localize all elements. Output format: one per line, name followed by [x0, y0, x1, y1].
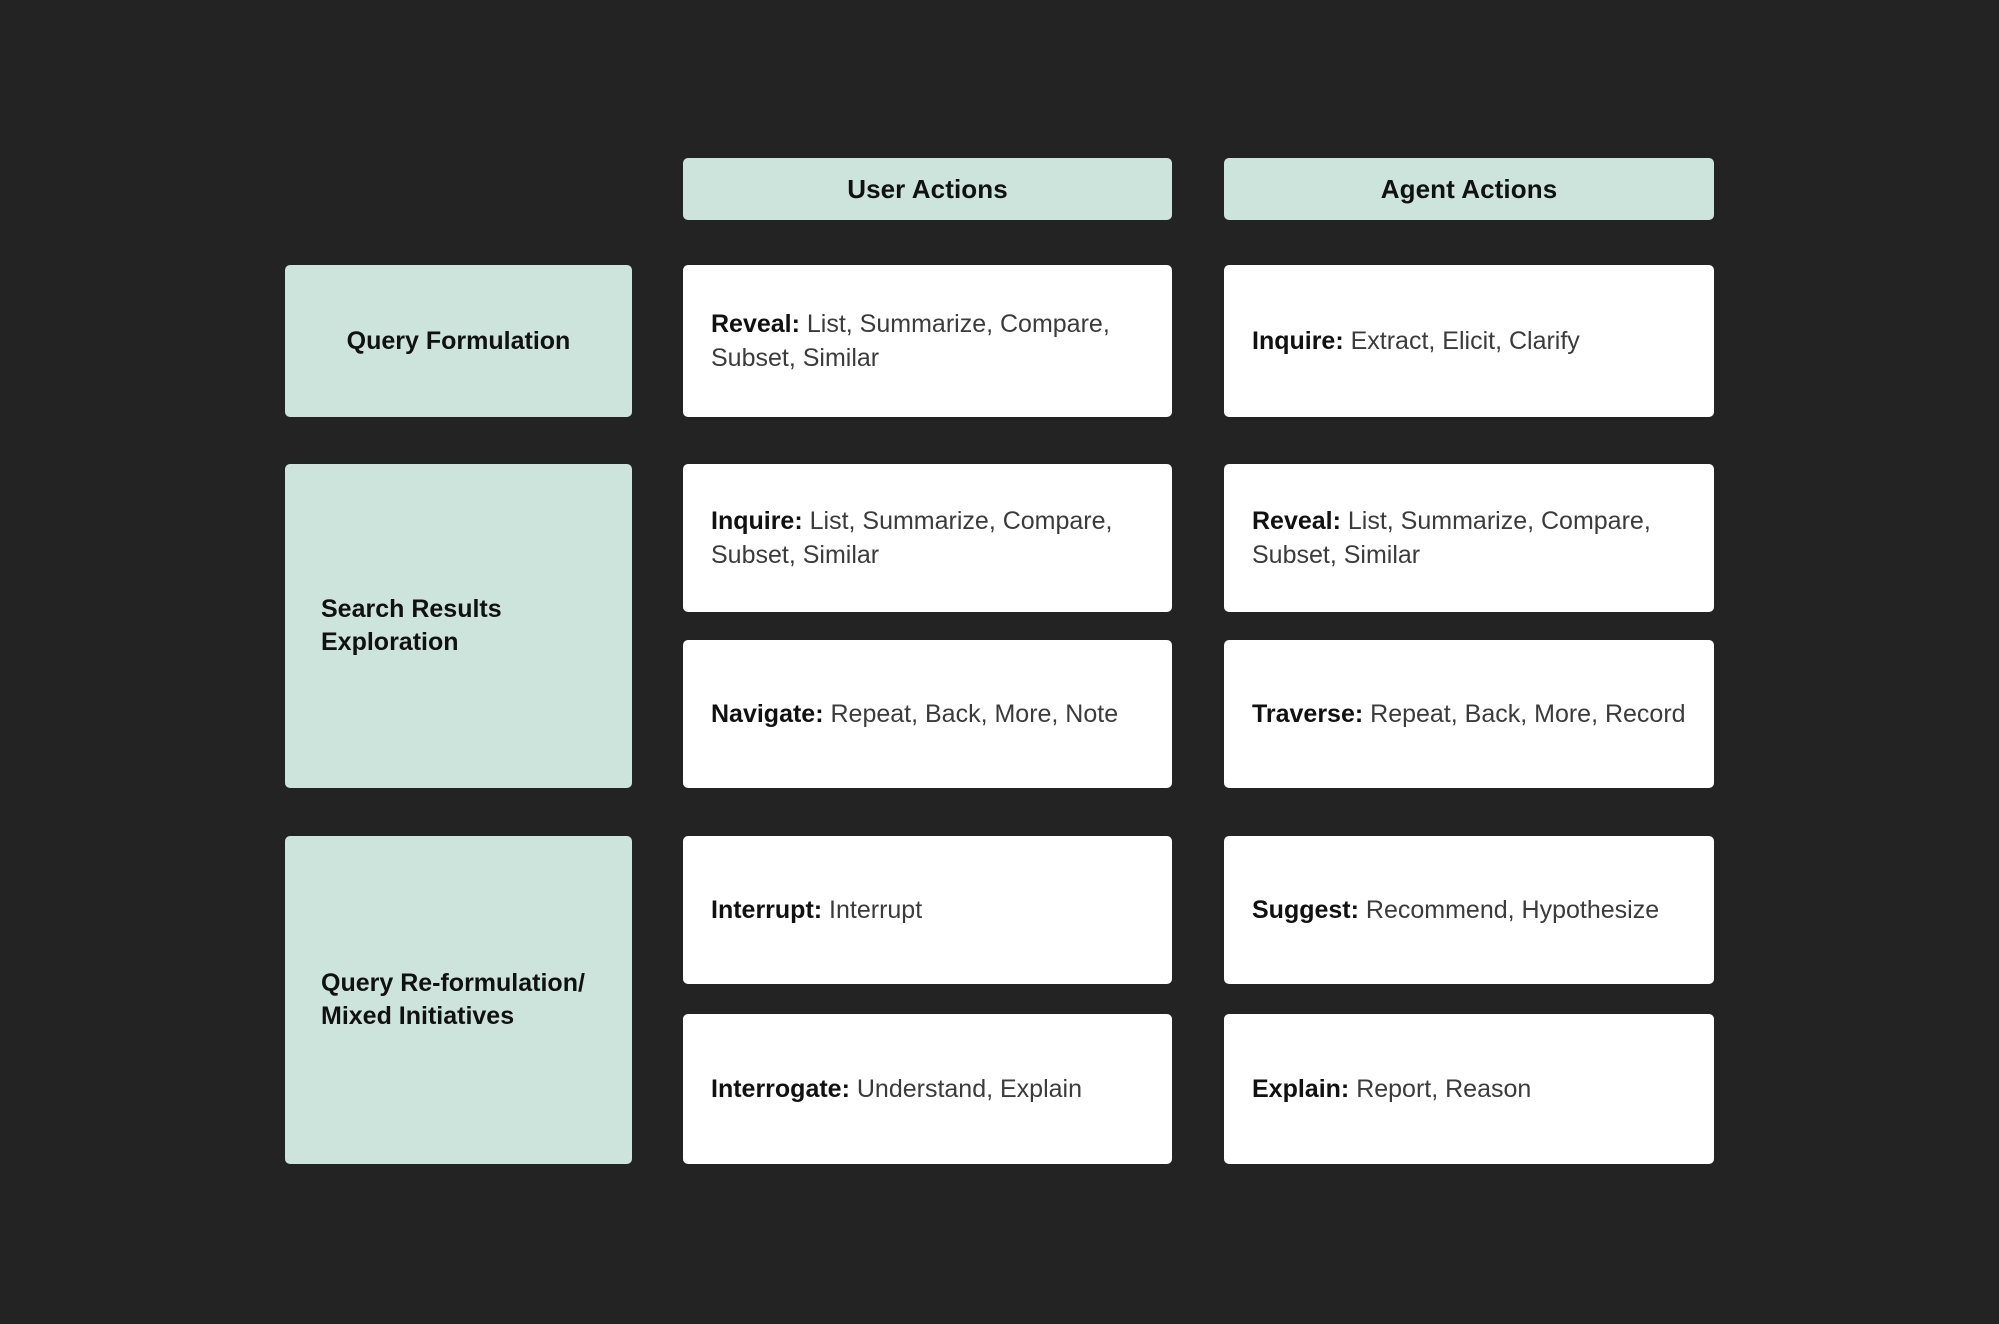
action-values: Understand, Explain — [856, 1075, 1082, 1103]
row-label-query-reformulation-mixed-initiatives: Query Re-formulation/ Mixed Initiatives — [285, 836, 632, 1164]
action-card-user-interrogate-text: Interrogate: Understand, Explain — [711, 1072, 1082, 1106]
action-card-agent-explain-text: Explain: Report, Reason — [1252, 1072, 1531, 1106]
action-label: Reveal: — [1252, 507, 1348, 535]
action-label: Navigate: — [711, 700, 831, 728]
action-values: List, Summarize, Compare, Subset, Simila… — [711, 310, 1110, 372]
action-values: List, Summarize, Compare, Subset, Simila… — [711, 507, 1113, 569]
row-label-line-2: Mixed Initiatives — [321, 1002, 515, 1030]
action-card-user-interrupt-text: Interrupt: Interrupt — [711, 893, 922, 927]
row-label-query-formulation-text: Query Formulation — [346, 326, 571, 355]
row-label-search-results-exploration-text: Search Results Exploration — [321, 593, 502, 659]
action-label: Inquire: — [711, 507, 810, 535]
action-label: Interrogate: — [711, 1075, 857, 1103]
action-card-agent-traverse-text: Traverse: Repeat, Back, More, Record — [1252, 697, 1686, 731]
action-card-agent-inquire: Inquire: Extract, Elicit, Clarify — [1224, 265, 1714, 417]
action-values: List, Summarize, Compare, Subset, Simila… — [1252, 507, 1651, 569]
action-label: Inquire: — [1252, 327, 1351, 355]
action-card-user-interrupt: Interrupt: Interrupt — [683, 836, 1172, 984]
action-label: Traverse: — [1252, 700, 1371, 728]
action-card-user-interrogate: Interrogate: Understand, Explain — [683, 1014, 1172, 1164]
action-card-agent-reveal: Reveal: List, Summarize, Compare, Subset… — [1224, 464, 1714, 612]
action-card-agent-explain: Explain: Report, Reason — [1224, 1014, 1714, 1164]
column-header-user-actions-label: User Actions — [847, 173, 1008, 204]
action-values: Recommend, Hypothesize — [1365, 896, 1660, 924]
action-card-user-reveal: Reveal: List, Summarize, Compare, Subset… — [683, 265, 1172, 417]
row-label-line-2: Exploration — [321, 628, 459, 656]
action-card-agent-suggest-text: Suggest: Recommend, Hypothesize — [1252, 893, 1659, 927]
row-label-line-1: Search Results — [321, 595, 502, 623]
action-values: Report, Reason — [1356, 1075, 1532, 1103]
action-card-agent-inquire-text: Inquire: Extract, Elicit, Clarify — [1252, 324, 1580, 358]
row-label-search-results-exploration: Search Results Exploration — [285, 464, 632, 788]
action-label: Interrupt: — [711, 896, 830, 924]
action-card-user-navigate: Navigate: Repeat, Back, More, Note — [683, 640, 1172, 788]
action-label: Reveal: — [711, 310, 807, 338]
action-card-agent-reveal-text: Reveal: List, Summarize, Compare, Subset… — [1252, 504, 1686, 572]
action-label: Explain: — [1252, 1075, 1357, 1103]
column-header-agent-actions-label: Agent Actions — [1380, 173, 1558, 204]
action-card-user-navigate-text: Navigate: Repeat, Back, More, Note — [711, 697, 1118, 731]
action-values: Interrupt — [829, 896, 923, 924]
action-values: Repeat, Back, More, Record — [1370, 700, 1686, 728]
column-header-agent-actions: Agent Actions — [1224, 158, 1714, 220]
row-label-query-reformulation-text: Query Re-formulation/ Mixed Initiatives — [321, 967, 585, 1033]
column-header-user-actions: User Actions — [683, 158, 1172, 220]
action-card-agent-traverse: Traverse: Repeat, Back, More, Record — [1224, 640, 1714, 788]
action-card-agent-suggest: Suggest: Recommend, Hypothesize — [1224, 836, 1714, 984]
row-label-line-1: Query Re-formulation/ — [321, 969, 585, 997]
action-card-user-inquire: Inquire: List, Summarize, Compare, Subse… — [683, 464, 1172, 612]
action-values: Extract, Elicit, Clarify — [1350, 327, 1580, 355]
action-values: Repeat, Back, More, Note — [830, 700, 1119, 728]
action-card-user-inquire-text: Inquire: List, Summarize, Compare, Subse… — [711, 504, 1144, 572]
action-card-user-reveal-text: Reveal: List, Summarize, Compare, Subset… — [711, 307, 1144, 375]
action-label: Suggest: — [1252, 896, 1366, 924]
row-label-query-formulation: Query Formulation — [285, 265, 632, 417]
